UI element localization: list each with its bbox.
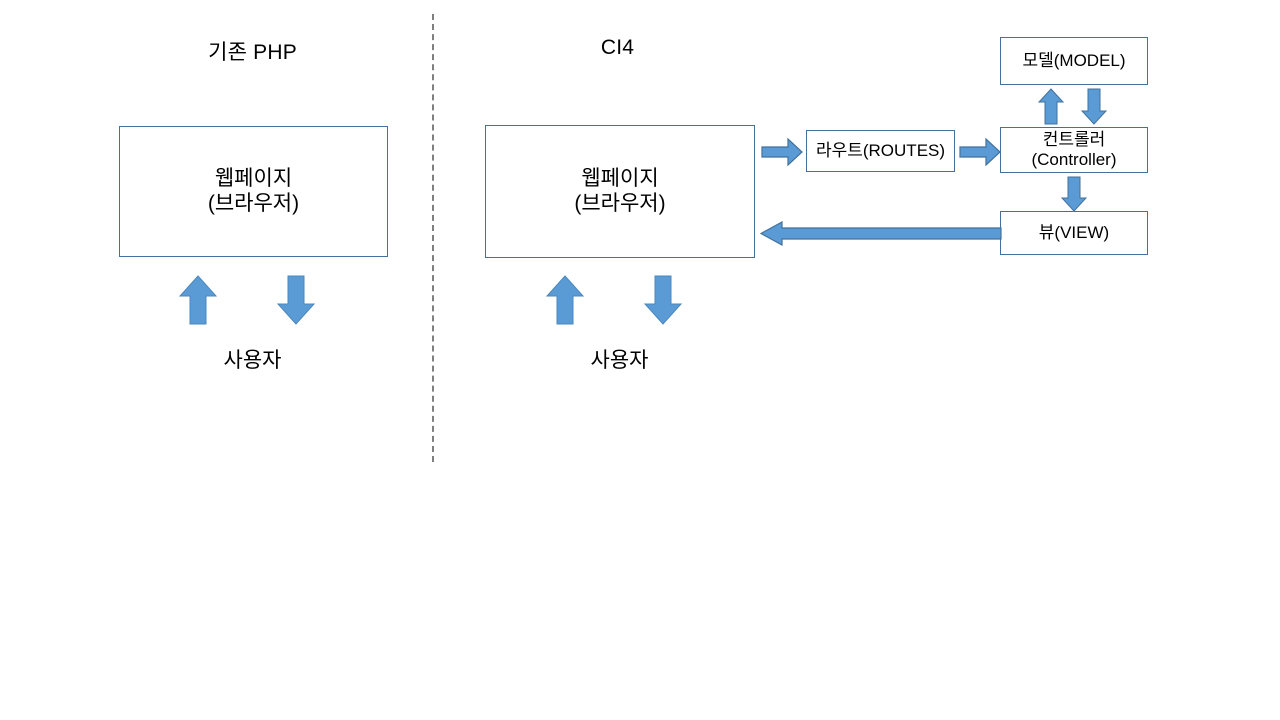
- ci4-view-box: 뷰(VIEW): [1000, 211, 1148, 255]
- php-webpage-box: 웹페이지 (브라우저): [119, 126, 388, 257]
- controller-to-model-arrow: [1038, 88, 1064, 125]
- webpage-to-routes-arrow: [761, 138, 803, 166]
- php-user-up-arrow: [179, 275, 217, 325]
- panel-title-php: 기존 PHP: [208, 41, 297, 64]
- ci4-model-box: 모델(MODEL): [1000, 37, 1148, 85]
- php-actor-label: 사용자: [223, 349, 282, 372]
- view-to-webpage-arrow: [760, 221, 1002, 246]
- panel-divider: [432, 14, 434, 462]
- php-user-down-arrow: [277, 275, 315, 325]
- ci4-controller-box: 컨트롤러 (Controller): [1000, 127, 1148, 173]
- ci4-webpage-box: 웹페이지 (브라우저): [485, 125, 755, 258]
- model-to-controller-arrow: [1081, 88, 1107, 125]
- controller-to-view-arrow: [1061, 176, 1087, 212]
- ci4-user-down-arrow: [644, 275, 682, 325]
- ci4-user-up-arrow: [546, 275, 584, 325]
- ci4-actor-label: 사용자: [590, 349, 649, 372]
- routes-to-controller-arrow: [959, 138, 1001, 166]
- panel-title-ci4: CI4: [600, 36, 635, 59]
- ci4-routes-box: 라우트(ROUTES): [806, 130, 955, 172]
